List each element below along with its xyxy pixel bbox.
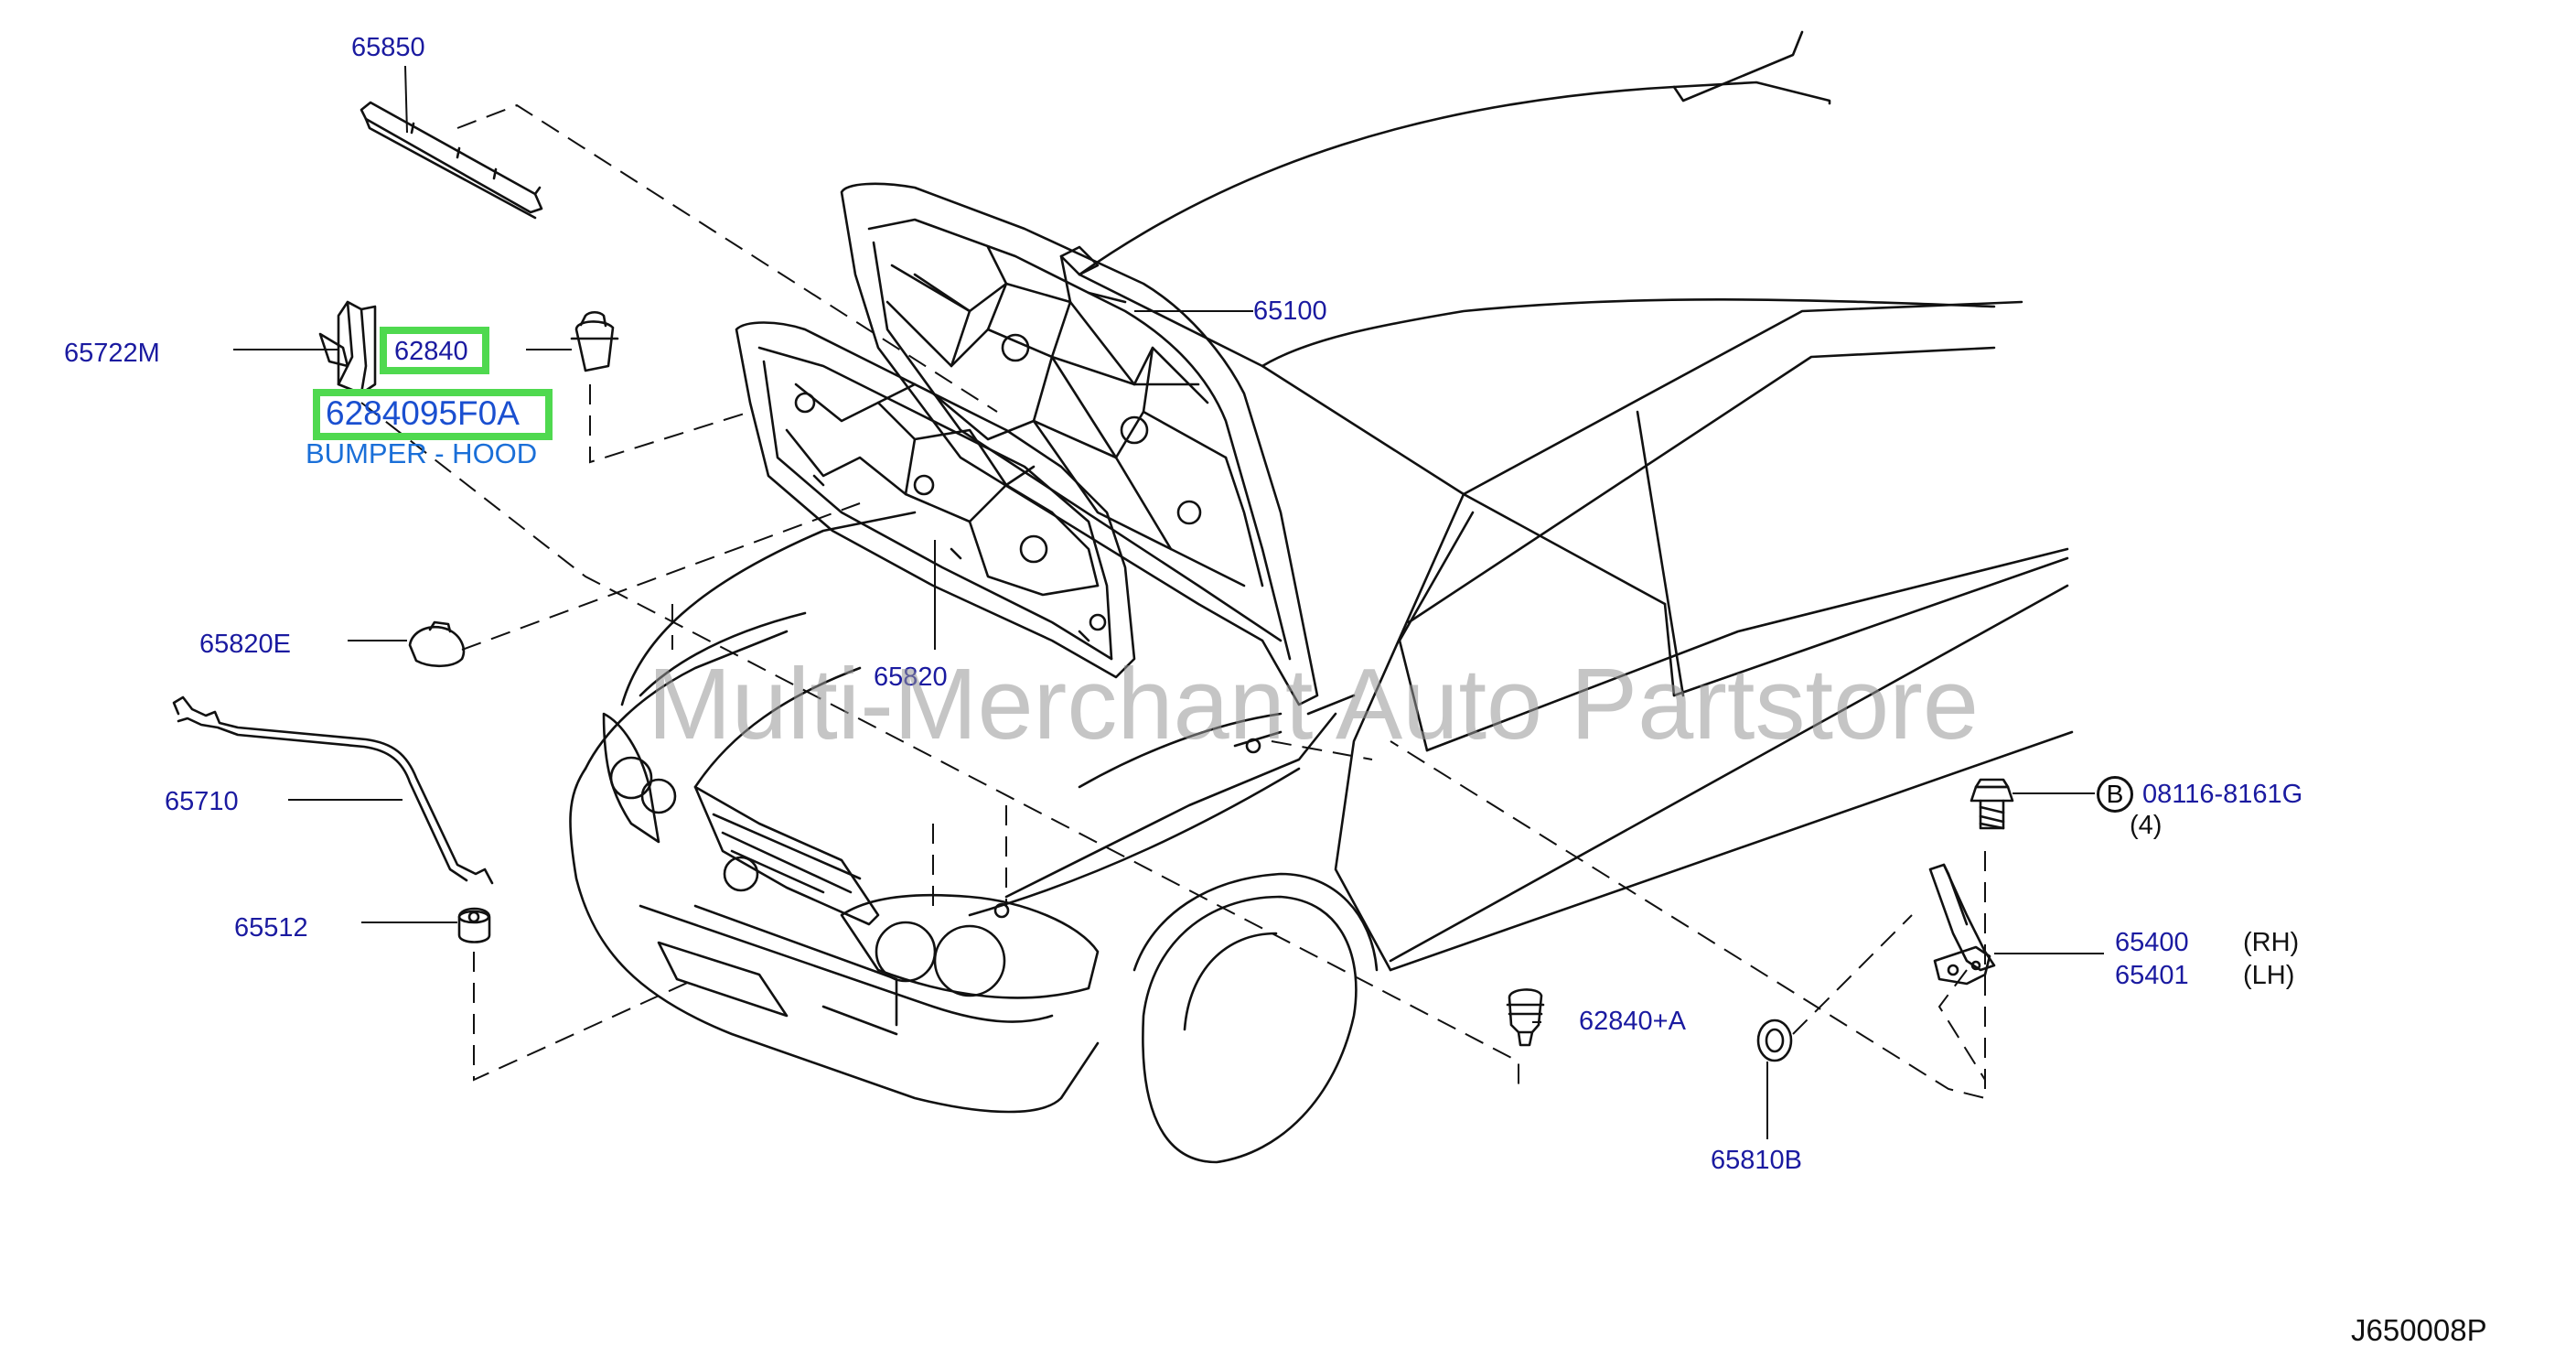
label-rh: (RH) [2243,928,2300,957]
rubber-stop-part [1506,988,1545,1047]
grommet-part [457,907,491,943]
highlight-6284095f0a [313,389,553,440]
label-65820[interactable]: 65820 [874,663,948,692]
reference-lines [360,103,1986,1100]
label-65820e[interactable]: 65820E [199,630,291,659]
watermark-text: Multi-Merchant Auto Partstore [648,648,1980,760]
label-65850[interactable]: 65850 [351,33,425,62]
hood-insulator [735,321,1136,679]
label-qty-4: (4) [2130,811,2163,840]
label-65512[interactable]: 65512 [234,913,308,943]
label-65810b[interactable]: 65810B [1711,1146,1802,1175]
bracket-part [318,300,377,395]
hood-panel [840,182,1319,706]
diagram-code: J650008P [2351,1313,2487,1347]
hood-rod-part [172,695,494,885]
label-08116-8161g[interactable]: 08116-8161G [2142,780,2303,809]
label-62840[interactable]: 62840 [394,337,468,366]
label-65401[interactable]: 65401 [2115,961,2189,990]
leader-lines [233,65,2104,1139]
label-65710[interactable]: 65710 [165,787,239,816]
label-bumper-hood: BUMPER - HOOD [306,437,538,469]
label-65100[interactable]: 65100 [1253,296,1327,326]
label-65400[interactable]: 65400 [2115,928,2189,957]
seal-strip-part [360,101,543,220]
hood-bumper-part [570,310,619,372]
bolt-callout-circle: B [2097,776,2133,813]
highlight-62840 [380,327,489,374]
grommet-small-part [1756,1018,1793,1062]
car-body [569,30,2074,1164]
hinge-part [1928,863,1996,986]
bolt-part [1970,778,2014,830]
label-6284095f0a[interactable]: 6284095F0A [326,394,520,432]
label-lh: (LH) [2243,961,2295,990]
label-62840-a[interactable]: 62840+A [1579,1007,1686,1036]
label-65722m[interactable]: 65722M [64,339,160,368]
clip-part [408,620,466,668]
